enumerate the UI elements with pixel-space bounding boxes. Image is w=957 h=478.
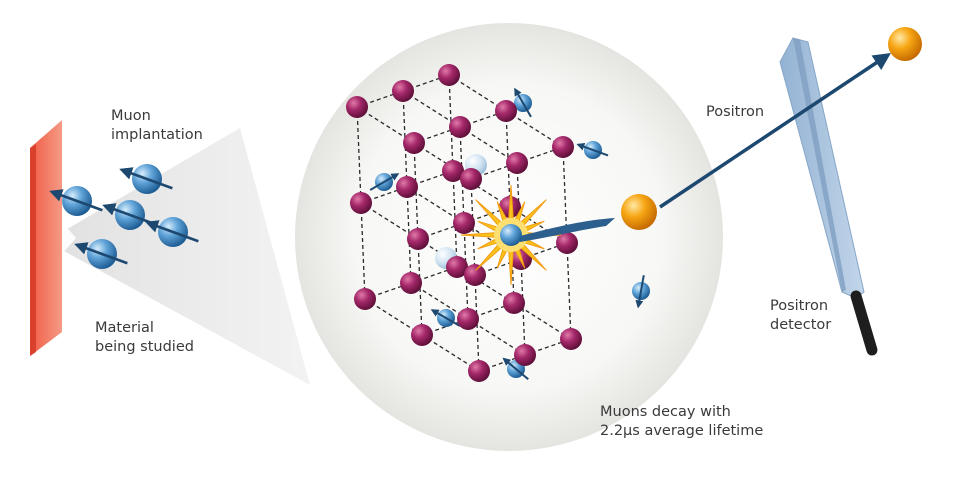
lattice-bond: [513, 302, 572, 340]
label-line: being studied: [95, 339, 194, 355]
lattice-bond: [459, 126, 465, 224]
lattice-atom: [464, 264, 486, 286]
label-material: Material being studied: [95, 319, 194, 357]
lattice-bond: [566, 242, 572, 340]
lattice-bond: [402, 90, 408, 188]
lattice-atom: [407, 228, 429, 250]
lattice-atom: [396, 176, 418, 198]
lattice-bond: [410, 282, 469, 320]
positron-detector: [779, 37, 878, 356]
lattice-bond: [456, 266, 515, 304]
lattice-atom: [446, 256, 468, 278]
lattice-atom: [560, 328, 582, 350]
lattice-atom: [506, 152, 528, 174]
incoming-muon: [145, 217, 199, 247]
lattice-atom: [438, 64, 460, 86]
lattice-atom: [503, 292, 525, 314]
lattice-atom: [442, 160, 464, 182]
lattice-bond: [448, 74, 454, 172]
lattice-bond: [470, 178, 476, 276]
crystal-lattice: [346, 64, 650, 382]
lattice-bond: [360, 202, 419, 240]
label-muon-decay: Muons decay with 2.2µs average lifetime: [600, 403, 763, 441]
lattice-bond: [505, 110, 564, 148]
lattice-atom: [453, 212, 475, 234]
label-positron: Positron: [706, 104, 765, 120]
lattice-bond: [406, 186, 465, 224]
lattice-atom: [354, 288, 376, 310]
lattice-atom: [457, 308, 479, 330]
label-line: Material: [95, 320, 154, 336]
lattice-bond: [520, 258, 526, 356]
lattice-bond: [509, 206, 568, 244]
lattice-bond: [356, 106, 362, 204]
lattice-bond: [459, 126, 518, 164]
interstitial-muon: [576, 141, 609, 159]
incoming-muon: [49, 186, 103, 216]
positron-escaped: [888, 27, 922, 61]
lattice-atom: [514, 344, 536, 366]
lattice-atom: [495, 100, 517, 122]
lattice-atom: [460, 168, 482, 190]
material-slab: [30, 120, 76, 356]
positron-trajectory-arrow: [659, 53, 891, 209]
lattice-atom: [350, 192, 372, 214]
lattice-bond: [364, 298, 423, 336]
lattice-bond: [360, 202, 366, 300]
interstitial-muon: [369, 173, 400, 191]
lattice-bond: [463, 222, 469, 320]
lattice-bond: [402, 90, 461, 128]
lattice-bond: [467, 318, 526, 356]
lattice-bond: [448, 74, 507, 112]
lattice-atom: [556, 232, 578, 254]
label-positron-detector: Positron detector: [770, 297, 831, 335]
lattice-atom: [346, 96, 368, 118]
lattice-bond: [417, 238, 423, 336]
label-line: implantation: [111, 127, 203, 143]
lattice-atom: [403, 132, 425, 154]
label-line: 2.2µs average lifetime: [600, 423, 764, 439]
lattice-atom: [411, 324, 433, 346]
lattice-bond: [413, 142, 419, 240]
incoming-muon: [119, 164, 173, 194]
detector-handle: [850, 290, 878, 356]
label-line: Positron: [770, 298, 829, 314]
label-muon-implantation: Muon implantation: [111, 107, 203, 145]
lattice-bond: [406, 186, 412, 284]
interstitial-muon: [632, 275, 650, 309]
positron-emitted: [621, 194, 657, 230]
lattice-bond: [421, 334, 480, 372]
decaying-muon: [500, 224, 522, 246]
beam-cone: [62, 128, 310, 385]
incoming-muon: [74, 239, 128, 269]
interstitial-muon: [430, 309, 461, 327]
emission-swoosh: [520, 218, 615, 242]
lattice-atom: [400, 272, 422, 294]
lattice-atom: [449, 116, 471, 138]
lattice-atom: [468, 360, 490, 382]
label-line: Muon: [111, 108, 151, 124]
lattice-atom: [392, 80, 414, 102]
label-line: detector: [770, 317, 832, 333]
lattice-bond: [452, 170, 511, 208]
lattice-bond: [505, 110, 511, 208]
lattice-bond: [452, 170, 458, 268]
interstitial-muon: [514, 87, 532, 118]
lattice-bond: [474, 274, 480, 372]
lattice-atom: [552, 136, 574, 158]
label-line: Muons decay with: [600, 404, 731, 420]
lattice-bond: [356, 106, 415, 144]
